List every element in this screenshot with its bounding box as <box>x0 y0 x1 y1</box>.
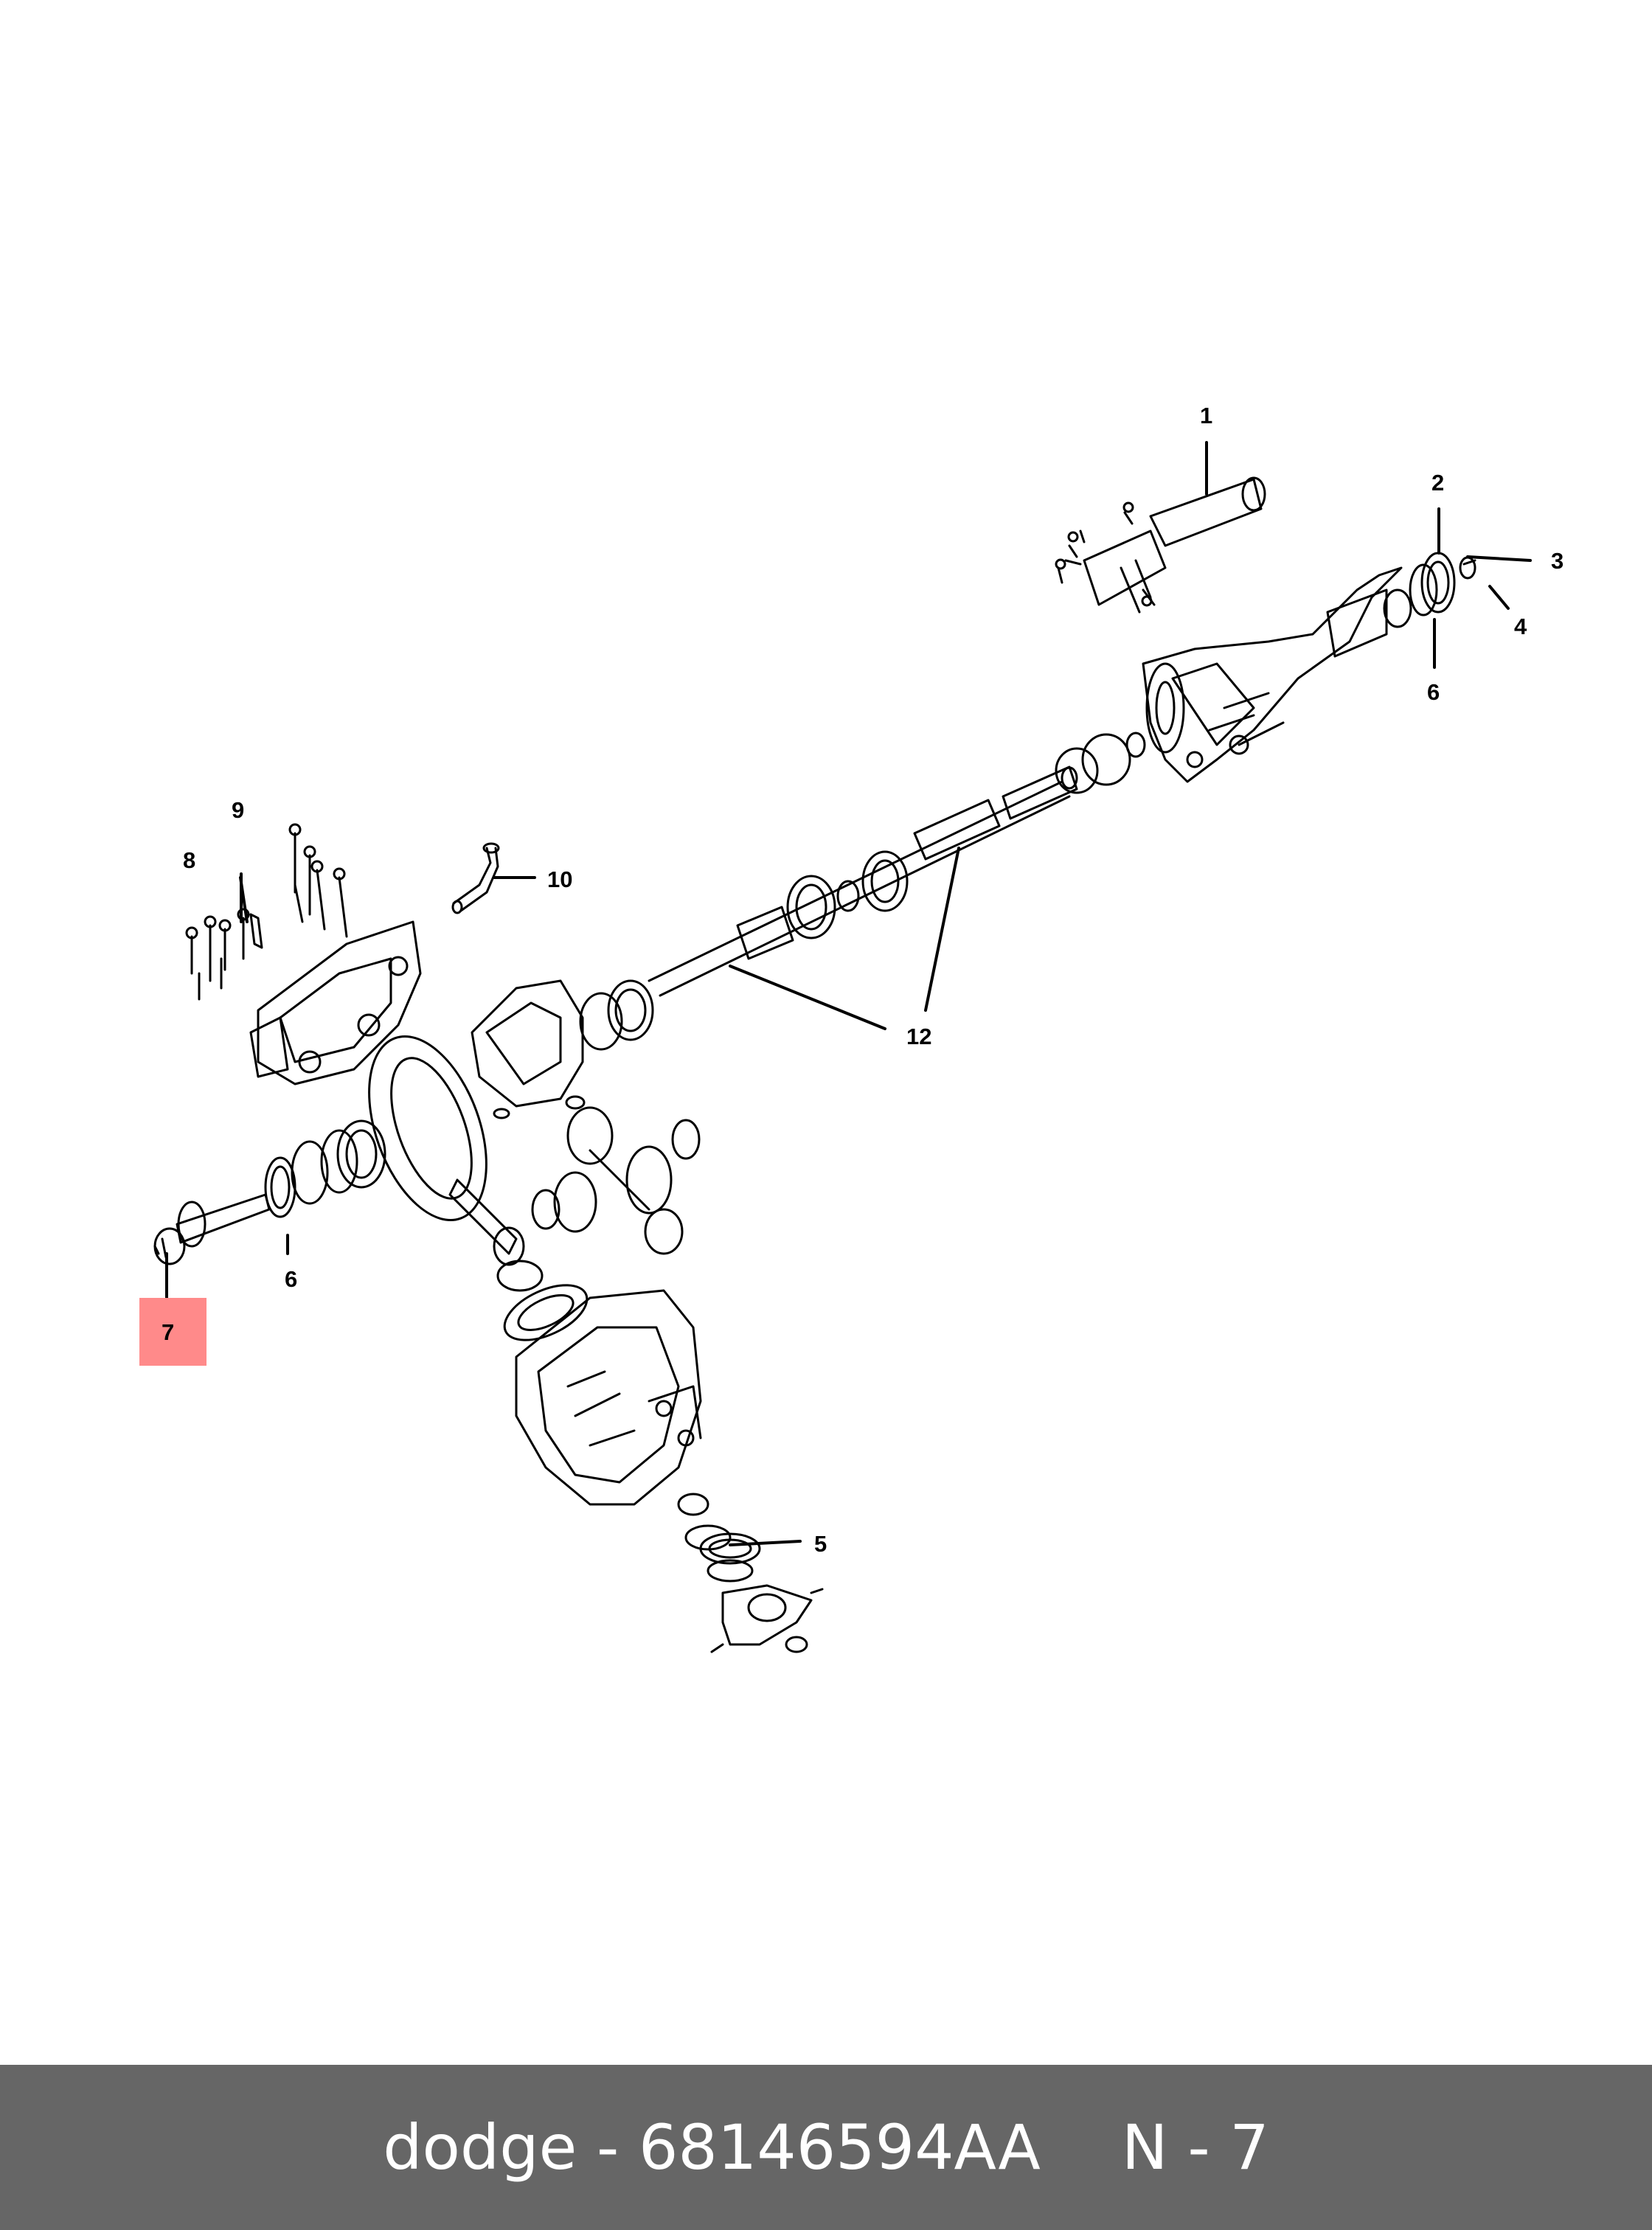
callout-labels: 1 2 3 4 6 9 8 10 12 6 7 5 <box>162 403 1564 1557</box>
callout-8: 8 <box>183 847 195 873</box>
footer-part-number: dodge - 68146594AA <box>383 2111 1041 2184</box>
callout-4: 4 <box>1514 614 1527 639</box>
leader-lines <box>165 441 1532 1546</box>
callout-12: 12 <box>906 1024 931 1049</box>
axle-shaft-assembly <box>648 732 1146 997</box>
pinion-seal-yoke <box>677 1493 824 1653</box>
callout-1: 1 <box>1200 403 1212 428</box>
callout-7: 7 <box>162 1319 174 1345</box>
highlight-box-part-7 <box>139 1298 206 1366</box>
vent-tube <box>451 842 500 914</box>
spider-gears <box>493 1095 701 1255</box>
left-seal-group <box>264 1119 386 1218</box>
actuator-part-1 <box>1055 476 1266 614</box>
callout-5: 5 <box>814 1531 827 1557</box>
footer-reference: N - 7 <box>1121 2111 1269 2184</box>
callout-9: 9 <box>232 797 244 823</box>
pinion-bearings <box>496 1260 589 1341</box>
ring-gear <box>368 1035 487 1221</box>
differential-case <box>471 979 654 1108</box>
cover-bolts <box>185 823 348 1001</box>
carrier-housing <box>515 1289 702 1506</box>
left-stub-shaft-part-7 <box>153 1193 271 1265</box>
callout-3: 3 <box>1551 548 1564 574</box>
differential-cover <box>249 920 422 1086</box>
right-axle-housing <box>1142 566 1412 783</box>
pinion-gear <box>448 1178 525 1266</box>
footer-bar: dodge - 68146594AA N - 7 <box>0 2065 1652 2230</box>
right-seal-group <box>1409 552 1476 616</box>
callout-10: 10 <box>547 866 572 892</box>
callout-6-right: 6 <box>1427 679 1440 705</box>
callout-2: 2 <box>1431 470 1444 496</box>
exploded-axle-diagram: 1 2 3 4 6 9 8 10 12 6 7 5 <box>139 403 1564 1653</box>
callout-6-left: 6 <box>285 1266 297 1292</box>
